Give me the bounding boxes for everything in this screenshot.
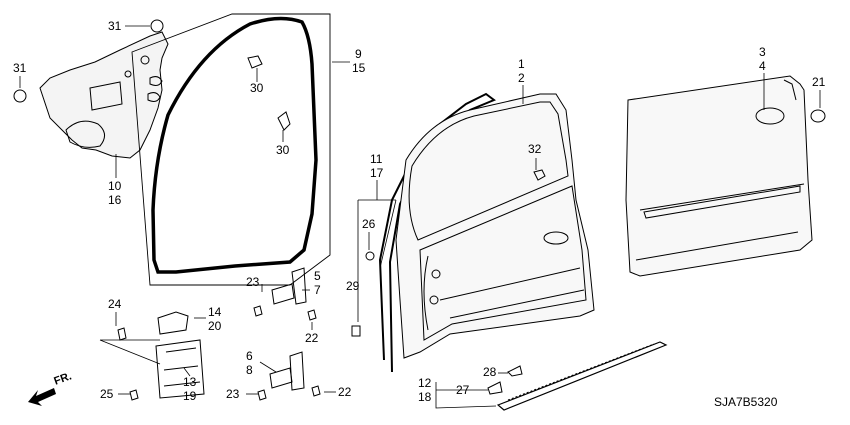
- lower-hinge: [289, 351, 305, 391]
- callout-27: 27: [456, 383, 470, 397]
- body-weatherstrip: [151, 16, 318, 274]
- door-stopper: [157, 311, 189, 335]
- callout-23-upper: 23: [246, 275, 260, 289]
- callout-10: 10: [108, 179, 122, 193]
- callout-16: 16: [108, 193, 122, 207]
- callout-1: 1: [518, 57, 525, 71]
- callout-14: 14: [208, 305, 222, 319]
- callout-17: 17: [370, 166, 384, 180]
- callout-5: 5: [314, 269, 321, 283]
- callout-31-left: 31: [13, 61, 27, 75]
- callout-32: 32: [528, 142, 542, 156]
- callout-2: 2: [518, 71, 525, 85]
- callout-21: 21: [812, 75, 826, 89]
- callout-15: 15: [352, 61, 366, 75]
- callout-4: 4: [759, 59, 766, 73]
- callout-18: 18: [418, 390, 432, 404]
- callout-11: 11: [370, 152, 383, 166]
- front-arrow-icon: [28, 388, 56, 406]
- callout-6: 6: [246, 349, 253, 363]
- callout-29: 29: [346, 279, 360, 293]
- callout-13: 13: [183, 375, 197, 389]
- callout-25: 25: [100, 387, 114, 401]
- door-lining: [39, 31, 169, 159]
- callout-31-upper: 31: [108, 19, 122, 33]
- callout-22-upper: 22: [305, 331, 319, 345]
- callout-9: 9: [355, 47, 362, 61]
- callout-23-lower: 23: [226, 387, 240, 401]
- callout-30-upper: 30: [250, 81, 264, 95]
- callout-30-lower: 30: [276, 143, 290, 157]
- callout-7: 7: [314, 283, 321, 297]
- callout-8: 8: [246, 363, 253, 377]
- callout-12: 12: [418, 376, 432, 390]
- sill-molding: [496, 341, 668, 411]
- upper-hinge: [291, 267, 307, 305]
- door-panel-inner: [395, 93, 595, 359]
- callout-22-lower: 22: [338, 385, 352, 399]
- callout-20: 20: [208, 319, 222, 333]
- callout-26: 26: [362, 217, 376, 231]
- catalog-code: SJA7B5320: [714, 395, 778, 409]
- callout-24: 24: [108, 297, 122, 311]
- door-checker: [155, 339, 205, 399]
- callout-19: 19: [183, 389, 197, 403]
- callout-3: 3: [759, 45, 766, 59]
- callout-28: 28: [483, 365, 497, 379]
- door-skin: [625, 75, 813, 277]
